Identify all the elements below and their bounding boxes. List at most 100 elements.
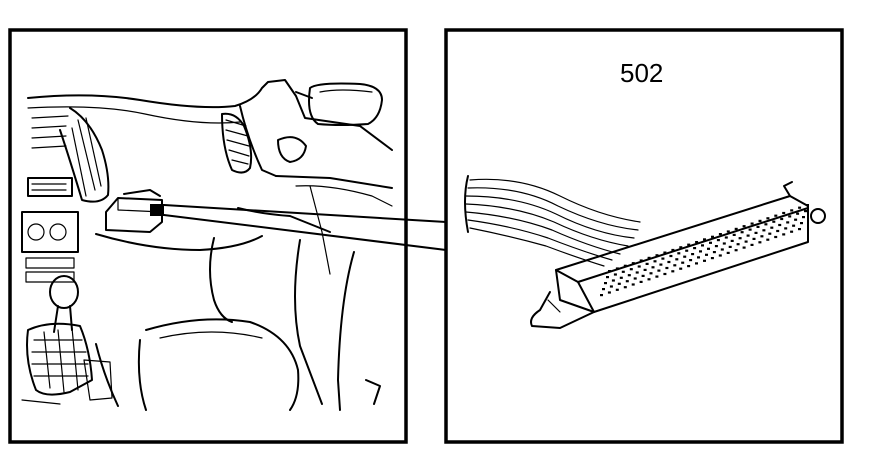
- connector-pin: [683, 255, 687, 258]
- centre-air-vent: [221, 112, 253, 174]
- connector-pin: [796, 212, 800, 215]
- connector-pin: [671, 270, 675, 273]
- connector-pin: [705, 253, 708, 256]
- connector-pin: [750, 243, 754, 246]
- connector-pin: [714, 245, 718, 248]
- connector-pin: [788, 215, 792, 218]
- connector-pin: [604, 282, 607, 285]
- connector-pin: [786, 221, 790, 224]
- connector-pin: [758, 219, 762, 222]
- connector-pin: [602, 288, 605, 291]
- left-panel-frame: [8, 28, 408, 444]
- connector-pin: [746, 234, 750, 237]
- connector-pin: [710, 257, 714, 260]
- connector-pin: [607, 291, 611, 294]
- connector-pin: [794, 218, 798, 221]
- connector-pin: [770, 226, 774, 229]
- connector-pin: [667, 260, 671, 264]
- connector-pin: [687, 243, 691, 246]
- connector-pin: [609, 285, 613, 288]
- connector-pin: [625, 280, 629, 283]
- connector-pin: [768, 232, 772, 235]
- connector-pin: [663, 251, 667, 254]
- connector-pin: [790, 209, 794, 212]
- front-seat: [83, 318, 300, 411]
- connector-pin: [695, 241, 699, 244]
- connector-pin: [623, 264, 627, 267]
- rear-view-mirror: [295, 82, 383, 126]
- connector-pin: [687, 265, 691, 268]
- connector-pin: [613, 273, 617, 276]
- connector-pin: [742, 246, 746, 249]
- connector-pin: [742, 225, 746, 228]
- connector-pin: [703, 238, 706, 241]
- connector-pin: [655, 275, 659, 278]
- connector-pin: [711, 235, 714, 238]
- connector-pin: [699, 250, 702, 253]
- connector-pin: [736, 243, 740, 246]
- connector-pin: [679, 246, 683, 249]
- right-panel-frame: [444, 28, 844, 444]
- connector-detail-panel: 502: [444, 28, 844, 444]
- gear-lever: [26, 275, 93, 396]
- connector-pin: [645, 262, 649, 265]
- connector-pin: [732, 233, 736, 236]
- connector-pin: [720, 248, 724, 251]
- connector-pin: [691, 253, 695, 256]
- connector-pin: [615, 267, 619, 270]
- connector-pin: [673, 264, 677, 267]
- dashboard-top-line: [27, 79, 393, 151]
- connector-pin: [772, 220, 776, 223]
- leader-lines: [163, 204, 447, 251]
- connector-pin: [608, 270, 611, 273]
- connector-pin: [677, 252, 681, 255]
- instrument-cluster: [31, 107, 110, 203]
- connector-pin: [718, 233, 722, 236]
- connector-pin: [661, 257, 665, 260]
- radio-console: [21, 177, 79, 283]
- connector-pin: [617, 282, 621, 285]
- connector-pin: [659, 263, 663, 266]
- connector-pin: [649, 272, 653, 275]
- connector-pin: [657, 269, 661, 272]
- connector-pin: [675, 258, 679, 261]
- connector-pin: [709, 241, 712, 244]
- connector-pin: [800, 222, 803, 225]
- connector-pin: [806, 204, 809, 207]
- connector-pin: [792, 224, 796, 227]
- connector-pin: [802, 216, 805, 219]
- connector-pin: [756, 225, 760, 228]
- connector-pin: [734, 249, 738, 252]
- connector-pins: [600, 204, 809, 297]
- connector-pin: [784, 227, 788, 230]
- connector-pin: [665, 266, 669, 270]
- connector-pin: [701, 244, 704, 247]
- connector-pin: [707, 247, 710, 250]
- connector-pin: [774, 235, 778, 239]
- part-number-label: 502: [620, 58, 663, 88]
- connector-pin: [766, 217, 770, 220]
- connector-pin: [766, 238, 770, 241]
- connector-pin: [600, 294, 603, 297]
- connector-pin: [722, 242, 726, 245]
- connector-pin: [615, 288, 619, 291]
- connector-pin: [643, 268, 647, 271]
- connector-pin: [804, 210, 807, 213]
- connector-pin: [782, 211, 786, 215]
- connector-pin: [671, 248, 675, 252]
- connector-pin: [641, 274, 645, 277]
- connector-pin: [639, 280, 643, 283]
- interior-overview-panel: [8, 28, 408, 444]
- connector-pin: [633, 277, 637, 280]
- connector-pin: [655, 254, 659, 257]
- connector-pin: [734, 227, 738, 230]
- connector-pin: [762, 229, 766, 232]
- connector-pin: [730, 239, 734, 242]
- connector-pin: [681, 261, 685, 264]
- connector-pin: [798, 206, 802, 209]
- connector-pin: [798, 228, 801, 231]
- connector-pin: [703, 259, 706, 262]
- connector-pin: [740, 231, 744, 234]
- connector-pin: [631, 262, 635, 265]
